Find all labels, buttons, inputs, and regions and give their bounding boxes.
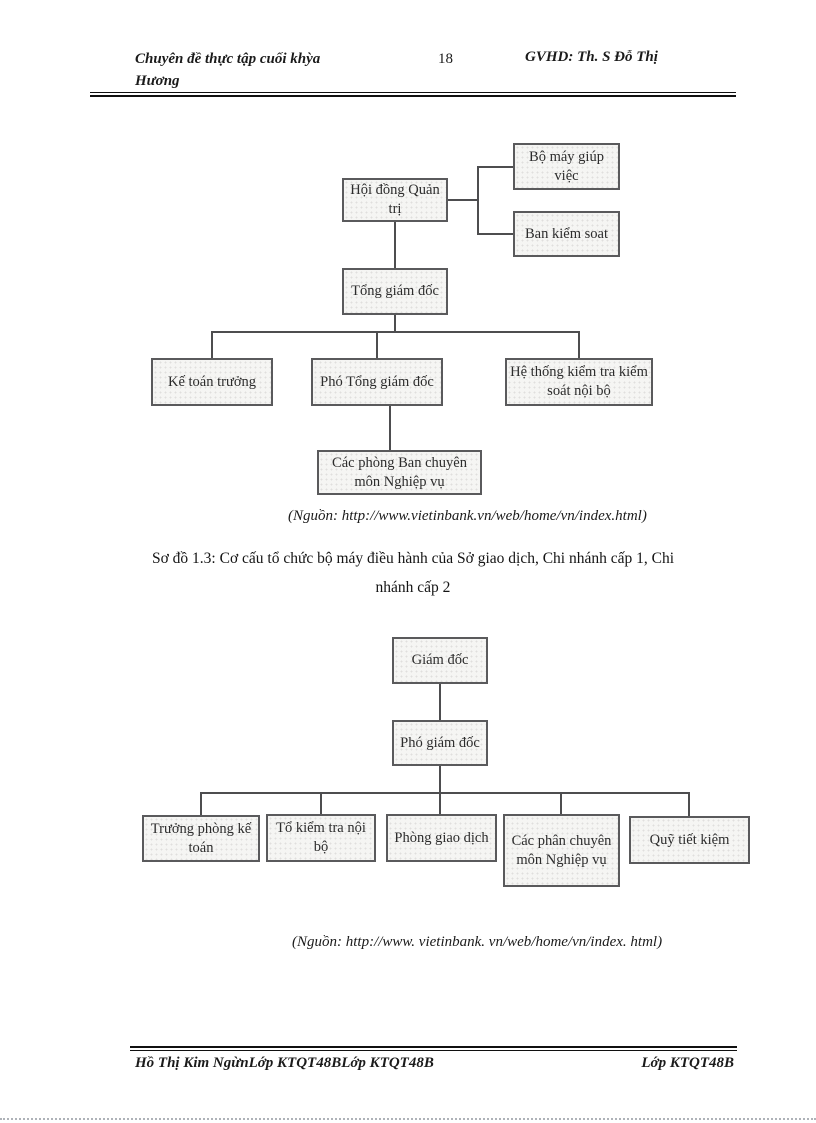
- diagram-caption: Sơ đồ 1.3: Cơ cấu tổ chức bộ máy điều hà…: [90, 550, 736, 597]
- connector-line: [320, 792, 322, 814]
- header-course-title: Chuyên đề thực tập cuối khỳa Hương: [135, 48, 445, 92]
- connector-line: [448, 199, 477, 201]
- connector-line: [394, 315, 396, 333]
- org-node-savings-fund: Quỹ tiết kiệm: [629, 816, 750, 864]
- page-bottom-dotted-rule: [0, 1118, 816, 1120]
- org-node-general-director: Tổng giám đốc: [342, 268, 448, 315]
- connector-line: [688, 792, 690, 816]
- footer-rule: [130, 1046, 737, 1051]
- org-node-deputy-director: Phó giám đốc: [392, 720, 488, 766]
- connector-line: [439, 766, 441, 814]
- footer-author: Hồ Thị Kim NgừnLớp KTQT48BLớp KTQT48B: [135, 1055, 434, 1071]
- connector-line: [578, 331, 580, 358]
- org-node-internal-inspection-team: Tổ kiểm tra nội bộ: [266, 814, 376, 862]
- org-node-director: Giám đốc: [392, 637, 488, 684]
- connector-line: [200, 792, 202, 815]
- chart1-source-citation: (Nguồn: http://www.vietinbank.vn/web/hom…: [288, 508, 647, 524]
- header-title-line2: Hương: [135, 73, 180, 89]
- org-node-board-of-directors: Hội đồng Quản trị: [342, 178, 448, 222]
- footer-class: Lớp KTQT48B: [641, 1055, 734, 1071]
- org-node-deputy-general-director: Phó Tổng giám đốc: [311, 358, 443, 406]
- connector-line: [376, 331, 378, 358]
- header-supervisor: GVHD: Th. S Đỗ Thị: [525, 49, 658, 65]
- org-node-chief-accountant: Kế toán trưởng: [151, 358, 273, 406]
- connector-line: [389, 406, 391, 450]
- org-node-support-apparatus: Bộ máy giúp việc: [513, 143, 620, 190]
- org-node-professional-departments: Các phòng Ban chuyên môn Nghiệp vụ: [317, 450, 482, 495]
- org-node-head-of-accounting: Trưởng phòng kế toán: [142, 815, 260, 862]
- org-node-supervisory-board: Ban kiểm soat: [513, 211, 620, 257]
- connector-line: [560, 792, 562, 814]
- connector-line: [211, 331, 213, 358]
- header-rule: [90, 92, 736, 97]
- connector-line: [394, 222, 396, 268]
- caption-line2: nhánh cấp 2: [375, 579, 451, 596]
- connector-line: [477, 166, 479, 235]
- connector-line: [479, 166, 513, 168]
- connector-line: [200, 792, 690, 794]
- org-node-internal-control-system: Hệ thống kiểm tra kiểm soát nội bộ: [505, 358, 653, 406]
- caption-line1: Sơ đồ 1.3: Cơ cấu tổ chức bộ máy điều hà…: [151, 550, 674, 567]
- connector-line: [211, 331, 580, 333]
- page-number: 18: [438, 51, 453, 67]
- org-node-professional-divisions: Các phân chuyên môn Nghiệp vụ: [503, 814, 620, 887]
- connector-line: [439, 684, 441, 720]
- org-node-transaction-office: Phòng giao dịch: [386, 814, 497, 862]
- chart2-source-citation: (Nguồn: http://www. vietinbank. vn/web/h…: [292, 934, 663, 950]
- connector-line: [479, 233, 513, 235]
- header-title-line1: Chuyên đề thực tập cuối khỳa: [135, 51, 321, 67]
